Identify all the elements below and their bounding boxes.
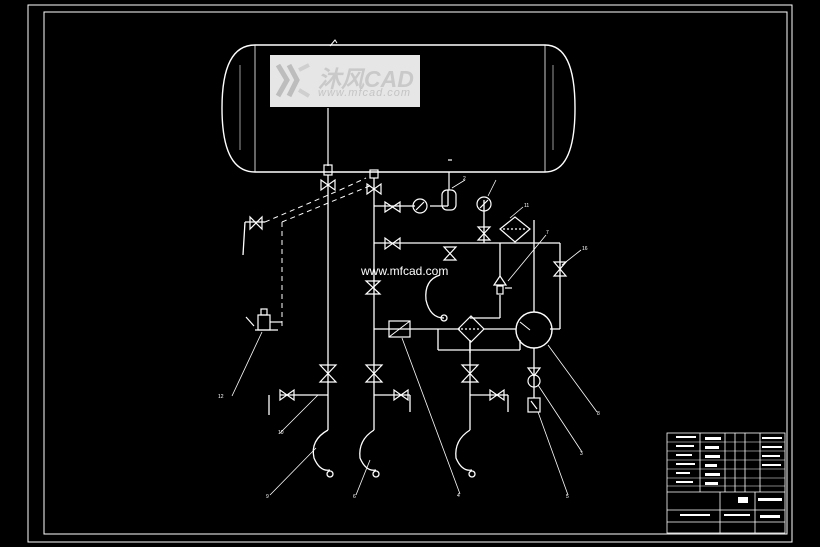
safety-valve bbox=[492, 274, 512, 295]
callout-numbers: 12 10 9 6 4 5 3 8 11 7 16 2 bbox=[218, 176, 600, 500]
top-vent-nozzle bbox=[329, 39, 338, 47]
signal-dashed-lines bbox=[264, 177, 373, 330]
pump bbox=[515, 311, 553, 349]
storage-tank bbox=[221, 44, 576, 173]
callout-9: 9 bbox=[266, 494, 269, 500]
callout-7: 7 bbox=[546, 230, 549, 236]
callout-12: 12 bbox=[218, 394, 224, 400]
watermark-center-url: www.mfcad.com bbox=[361, 264, 449, 278]
watermark-brand: 沐风CAD bbox=[318, 66, 414, 92]
watermark-logo-icon bbox=[275, 63, 311, 98]
title-block-fills bbox=[676, 436, 782, 518]
callout-8: 8 bbox=[597, 411, 600, 417]
pressure-gauges bbox=[412, 159, 492, 214]
drawing-outer-border bbox=[27, 4, 793, 543]
flow-meter bbox=[388, 320, 411, 338]
callout-16: 16 bbox=[582, 246, 588, 252]
callout-3: 3 bbox=[580, 451, 583, 457]
level-transmitter bbox=[245, 308, 282, 331]
check-valve-and-switch bbox=[526, 367, 542, 413]
callout-2: 2 bbox=[463, 176, 466, 182]
gate-valves bbox=[249, 178, 568, 402]
drawing-inner-border bbox=[43, 11, 788, 535]
main-pipelines bbox=[242, 175, 561, 430]
callout-5: 5 bbox=[566, 494, 569, 500]
callout-6: 6 bbox=[353, 494, 356, 500]
callout-11: 11 bbox=[524, 203, 529, 209]
watermark-url: www.mfcad.com bbox=[318, 87, 412, 99]
filters bbox=[457, 216, 531, 343]
flexible-hoses bbox=[312, 274, 476, 478]
callout-10: 10 bbox=[278, 430, 284, 436]
title-block bbox=[666, 432, 786, 534]
callout-4: 4 bbox=[457, 493, 460, 499]
callout-leaders bbox=[231, 179, 598, 496]
